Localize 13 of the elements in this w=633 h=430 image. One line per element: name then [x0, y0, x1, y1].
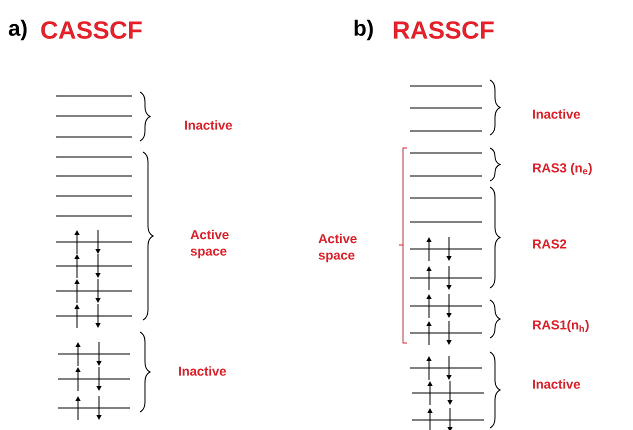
panel-letter: a): [8, 20, 27, 40]
method-title: RASSCF: [394, 21, 494, 39]
space-label: Active space: [318, 234, 357, 262]
space-label: RAS2: [533, 239, 566, 249]
space-label: Inactive: [185, 120, 232, 130]
method-title: CASSCF: [41, 21, 142, 39]
space-label: Active space: [190, 230, 229, 258]
space-label: Inactive: [179, 366, 226, 376]
panel-letter: b): [354, 20, 373, 40]
space-label: RAS3 (n$_{e}$): [533, 162, 592, 176]
space-label: RAS1(n$_{h}$): [533, 320, 589, 332]
space-label: Inactive: [533, 379, 580, 389]
space-label: Inactive: [533, 109, 580, 119]
